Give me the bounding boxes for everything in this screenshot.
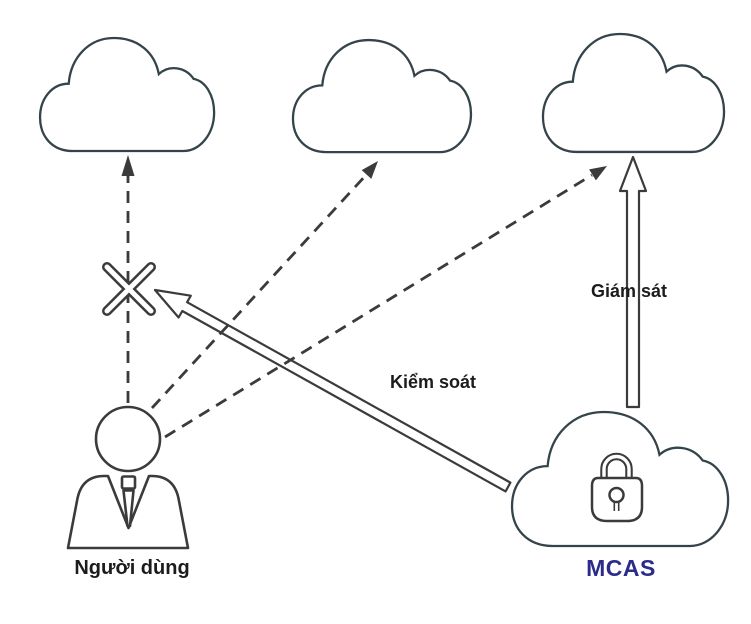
tie-blade <box>122 489 135 528</box>
cloud-app-1-icon <box>38 36 216 153</box>
lock-icon <box>590 452 644 523</box>
cloud-app-2-icon <box>291 38 473 154</box>
user-to-cloud3-dashed-arrow <box>164 166 607 439</box>
user-head <box>94 405 162 473</box>
arrowhead-icon <box>589 166 607 181</box>
dashed-line <box>150 173 369 409</box>
user-to-cloud2-dashed-arrow <box>150 161 378 409</box>
lock-shackle-inner <box>602 454 631 483</box>
mcas-label: MCAS <box>586 555 656 581</box>
keyhole <box>608 486 625 504</box>
arrowhead-icon <box>121 155 135 176</box>
arrowhead-icon <box>361 161 378 179</box>
user-icon <box>66 405 190 550</box>
control-arrow <box>153 288 512 493</box>
cloud-app-3-icon <box>541 32 726 154</box>
user-label: Người dùng <box>74 557 190 579</box>
x-stroke <box>104 264 154 314</box>
control-label: Kiểm soát <box>389 372 477 392</box>
monitor-arrow <box>618 155 648 409</box>
dashed-line <box>164 173 593 439</box>
blocked-x-icon <box>102 262 156 316</box>
tie-knot <box>120 475 137 490</box>
user-body <box>66 474 190 550</box>
monitor-label: Giám sát <box>590 281 668 301</box>
user-to-cloud1-dashed-arrow <box>121 155 135 403</box>
